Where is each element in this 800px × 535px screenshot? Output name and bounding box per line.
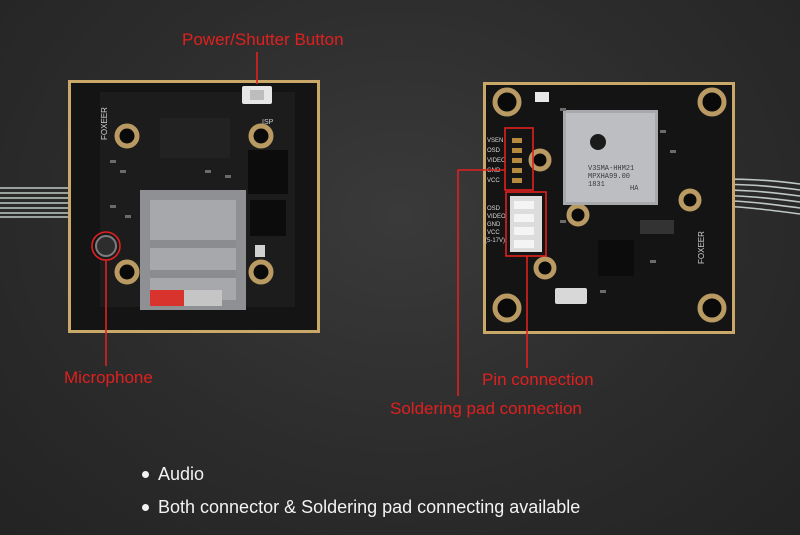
right-mount-holes [492,87,727,323]
microphone-component [95,235,117,257]
solder-pads [512,138,522,183]
pin-connector-highlight [505,191,547,257]
left-camera-board: FOXEER ISP [0,80,320,333]
soldering-pad-highlight [504,127,534,191]
callout-lines [91,52,547,396]
pin-label: OSD [487,206,501,212]
chip-line-3: 1831 [588,181,605,189]
pad-label: VIDEO [487,158,506,164]
pin-label: GND [487,222,501,228]
pin-label: (5-17V) [485,238,505,244]
right-camera-board: V3SMA-HHM21 MPXHA99.00 1831 HA VSEN [483,82,800,334]
feature-text: Both connector & Soldering pad connectin… [158,497,581,517]
pad-label: GND [487,168,501,174]
chip-line-1: V3SMA-HHM21 [588,165,634,173]
power-button-callout: Power/Shutter Button [182,30,344,49]
left-ic [248,150,288,194]
left-mount-holes [114,123,274,285]
pad-label: VSEN [487,138,503,144]
microphone-callout: Microphone [64,368,153,387]
chip-line-4: HA [630,185,639,193]
feature-item: Audio [140,462,580,495]
pin-label: VIDEO [487,214,506,220]
soldering-pad-callout-line [457,169,505,396]
isp-label: ISP [262,119,274,126]
pad-label: VCC [487,178,500,184]
soldering-pad-callout: Soldering pad connection [390,399,582,418]
feature-item: Both connector & Soldering pad connectin… [140,495,580,528]
pad-label: OSD [487,148,501,154]
pin-connection-callout: Pin connection [482,370,594,389]
pin-label: VCC [487,230,500,236]
chip-logo-icon [590,134,606,150]
bullet-dot-icon [142,471,149,478]
pin-connector [510,196,542,252]
red-pad [150,290,184,306]
pad-label-group: VSEN OSD VIDEO GND VCC OSD VIDEO GND VCC… [485,138,506,244]
feature-list: Audio Both connector & Soldering pad con… [140,462,580,528]
left-brand-text: FOXEER [100,107,109,140]
bullet-dot-icon [142,504,149,511]
feature-text: Audio [158,464,205,484]
right-brand-text: FOXEER [697,231,706,264]
chip-line-2: MPXHA99.00 [588,173,630,181]
